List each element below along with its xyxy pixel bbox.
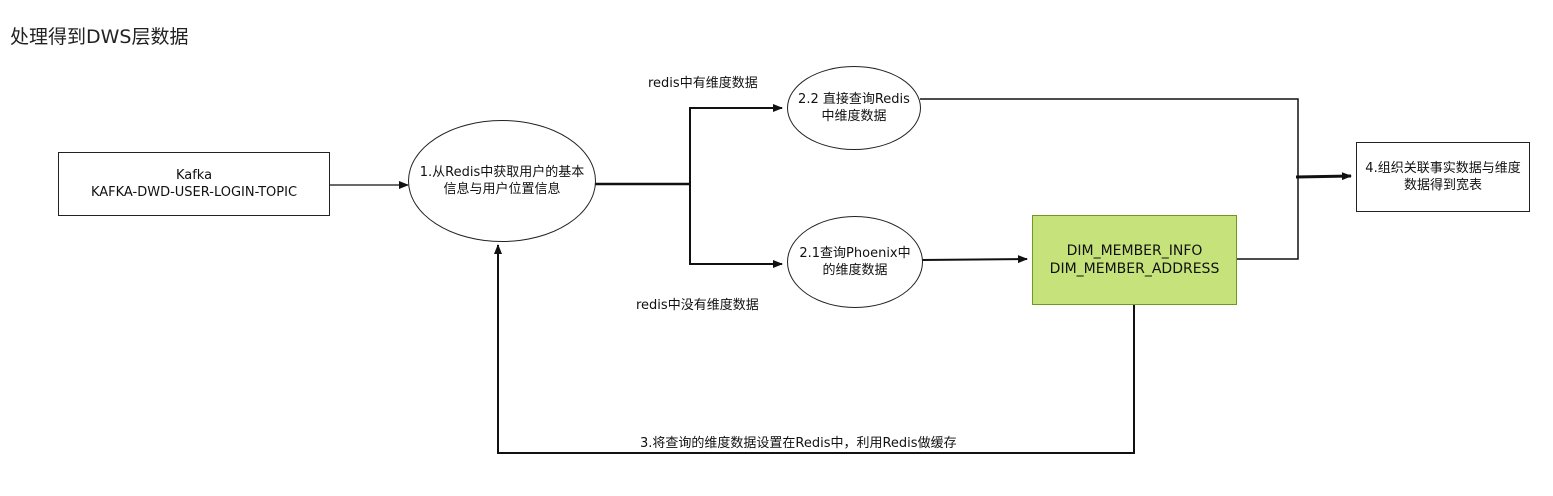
dim-tables-label: DIM_MEMBER_INFO DIM_MEMBER_ADDRESS — [1049, 243, 1220, 277]
edge-dim-cache-to-step1 — [494, 244, 1135, 454]
cache-back-label: 3.将查询的维度数据设置在Redis中，利用Redis做缓存 — [640, 436, 957, 451]
dim-tables-box: DIM_MEMBER_INFO DIM_MEMBER_ADDRESS — [1032, 215, 1237, 305]
step4-label: 4.组织关联事实数据与维度数据得到宽表 — [1365, 161, 1521, 193]
page-title: 处理得到DWS层数据 — [10, 26, 189, 48]
kafka-source-label: Kafka KAFKA-DWD-USER-LOGIN-TOPIC — [90, 168, 298, 200]
kafka-source-box: Kafka KAFKA-DWD-USER-LOGIN-TOPIC — [58, 152, 330, 216]
edge-merge-to-step4 — [1295, 172, 1352, 181]
step2-2-label: 2.2 直接查询Redis 中维度数据 — [798, 92, 910, 124]
edge-branch-to-step22 — [689, 104, 783, 184]
redis-has-data-label: redis中有维度数据 — [648, 76, 758, 91]
edge-branch-to-step21 — [689, 184, 783, 268]
step2-2-query-redis-node: 2.2 直接查询Redis 中维度数据 — [787, 66, 921, 150]
step2-1-label: 2.1查询Phoenix中 的维度数据 — [799, 246, 911, 278]
edge-step22-to-step4 — [920, 98, 1299, 177]
step4-wide-table-box: 4.组织关联事实数据与维度数据得到宽表 — [1356, 142, 1530, 212]
step2-1-query-phoenix-node: 2.1查询Phoenix中 的维度数据 — [787, 216, 923, 308]
redis-missing-data-label: redis中没有维度数据 — [636, 298, 759, 313]
step1-redis-lookup-node: 1.从Redis中获取用户的基本信息与用户位置信息 — [408, 120, 596, 242]
step1-label: 1.从Redis中获取用户的基本信息与用户位置信息 — [419, 165, 585, 197]
edge-step21-to-dim — [921, 255, 1028, 264]
edge-dim-to-step4 — [1237, 177, 1299, 260]
